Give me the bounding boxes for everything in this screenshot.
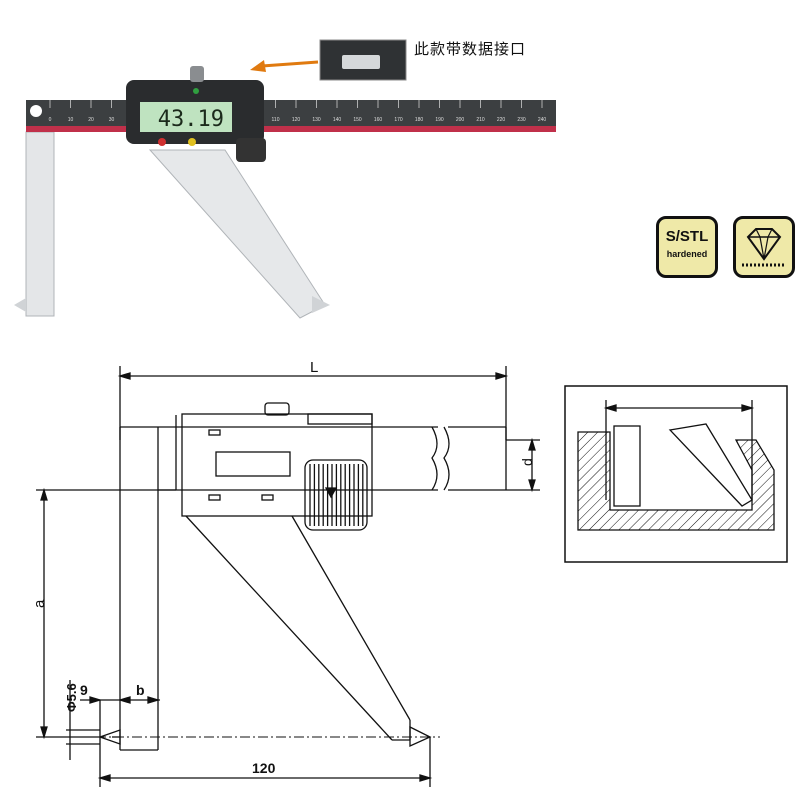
scale-number: 140 <box>333 117 342 123</box>
usb-interface-note: 此款带数据接口 <box>414 40 527 58</box>
scale-number: 240 <box>538 117 547 123</box>
lcd-screen <box>140 102 232 132</box>
dim-a: a <box>31 599 48 608</box>
scale-number: 120 <box>292 117 301 123</box>
badge-stl-text: S/STL <box>665 228 709 245</box>
scale-number: 200 <box>456 117 465 123</box>
groove-inset <box>564 385 788 563</box>
arrow-head <box>250 60 266 72</box>
caliper-photo: 0 10 20 30 110 120 130 140 150 160 170 180 190 200 210… <box>14 39 556 319</box>
badge-hardened-text: hardened <box>666 249 708 259</box>
dim-d: d <box>519 458 535 466</box>
top-screw <box>190 66 204 82</box>
button-on[interactable] <box>158 138 166 146</box>
dim-9: 9 <box>80 682 88 698</box>
fixed-jaw <box>25 131 55 317</box>
sliding-jaw <box>148 149 326 319</box>
dim-phi: Φ5.6 <box>64 683 79 712</box>
usb-port-icon <box>342 55 380 69</box>
scale-number: 30 <box>109 117 115 123</box>
dim-L: L <box>310 359 318 376</box>
scale-number: 160 <box>374 117 383 123</box>
stainless-hardened-badge: S/STL hardened <box>656 216 718 278</box>
dim-120: 120 <box>252 760 276 776</box>
scale-number: 20 <box>88 117 94 123</box>
logo-icon <box>30 105 42 117</box>
diamond-icon <box>742 228 786 267</box>
scale-bar <box>26 100 556 130</box>
scale-number: 210 <box>476 117 485 123</box>
scale-number: 170 <box>394 117 403 123</box>
diamond-badge <box>733 216 795 278</box>
drawing-thumb-wheel <box>304 459 368 531</box>
scale-number: 220 <box>497 117 506 123</box>
button-zero[interactable] <box>188 138 196 146</box>
arrow-icon <box>261 60 319 68</box>
scale-number: 230 <box>517 117 526 123</box>
scale-number: 110 <box>272 117 280 123</box>
technical-drawing: L d a 9 b <box>31 359 788 787</box>
sliding-jaw-tip <box>312 296 330 313</box>
scale-number: 130 <box>312 117 321 123</box>
button-mode[interactable] <box>193 88 199 94</box>
lcd-value: 43.19 <box>158 107 224 132</box>
thumb-wheel[interactable] <box>236 138 266 162</box>
scale-stripe <box>26 126 556 132</box>
dim-b: b <box>136 682 145 698</box>
scale-number: 10 <box>68 117 74 123</box>
scale-number: 190 <box>435 117 444 123</box>
scale-number: 180 <box>415 117 424 123</box>
fixed-jaw-tip <box>14 298 26 312</box>
scale-number: 0 <box>49 117 52 123</box>
scale-number: 150 <box>353 117 362 123</box>
